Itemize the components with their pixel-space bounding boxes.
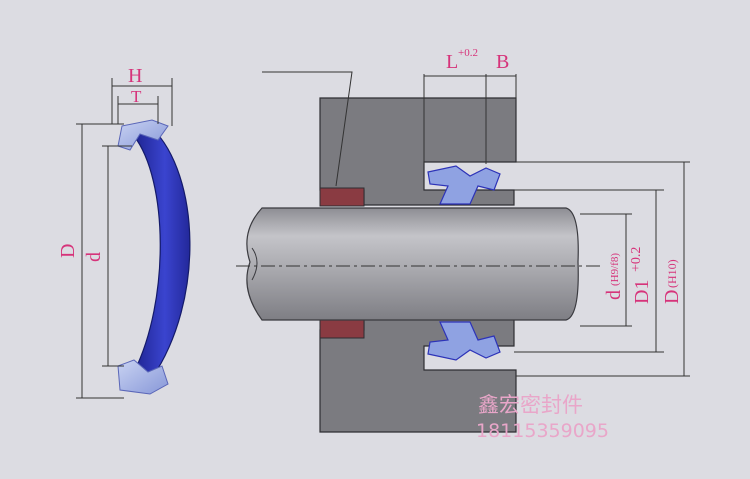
label-D1: D1 (631, 280, 653, 304)
seal-top-lip (117, 119, 169, 151)
installation-view: L +0.2 B d (H9/f8) D1 +0.2 D (H10) (236, 47, 690, 433)
seal-bottom-lip (117, 359, 169, 395)
label-d-fit: (H9/f8) (609, 253, 621, 286)
seal-groove-upper (427, 165, 501, 205)
label-H: H (128, 65, 142, 87)
label-T: T (131, 87, 142, 106)
label-d-groove: d (603, 290, 625, 300)
label-L-tolerance: +0.2 (458, 47, 478, 59)
watermark-company: 鑫宏密封件 (478, 393, 583, 417)
seal-ring-body (133, 127, 191, 379)
label-D-groove: D (661, 290, 683, 304)
label-D-fit: (H10) (665, 259, 679, 288)
watermark-phone: 18115359095 (476, 420, 609, 442)
seal-ring-view: H T D d (57, 65, 191, 399)
label-B: B (496, 51, 509, 73)
leader-line (262, 71, 353, 187)
shaft (246, 207, 579, 321)
housing-upper (319, 97, 517, 206)
wiper-upper (319, 187, 365, 207)
wiper-lower (319, 319, 365, 339)
label-D-seal: D (57, 244, 79, 258)
label-L: L (446, 51, 458, 73)
label-D1-tolerance: +0.2 (629, 247, 644, 272)
label-d-seal: d (83, 252, 105, 262)
seal-groove-lower (427, 321, 501, 361)
